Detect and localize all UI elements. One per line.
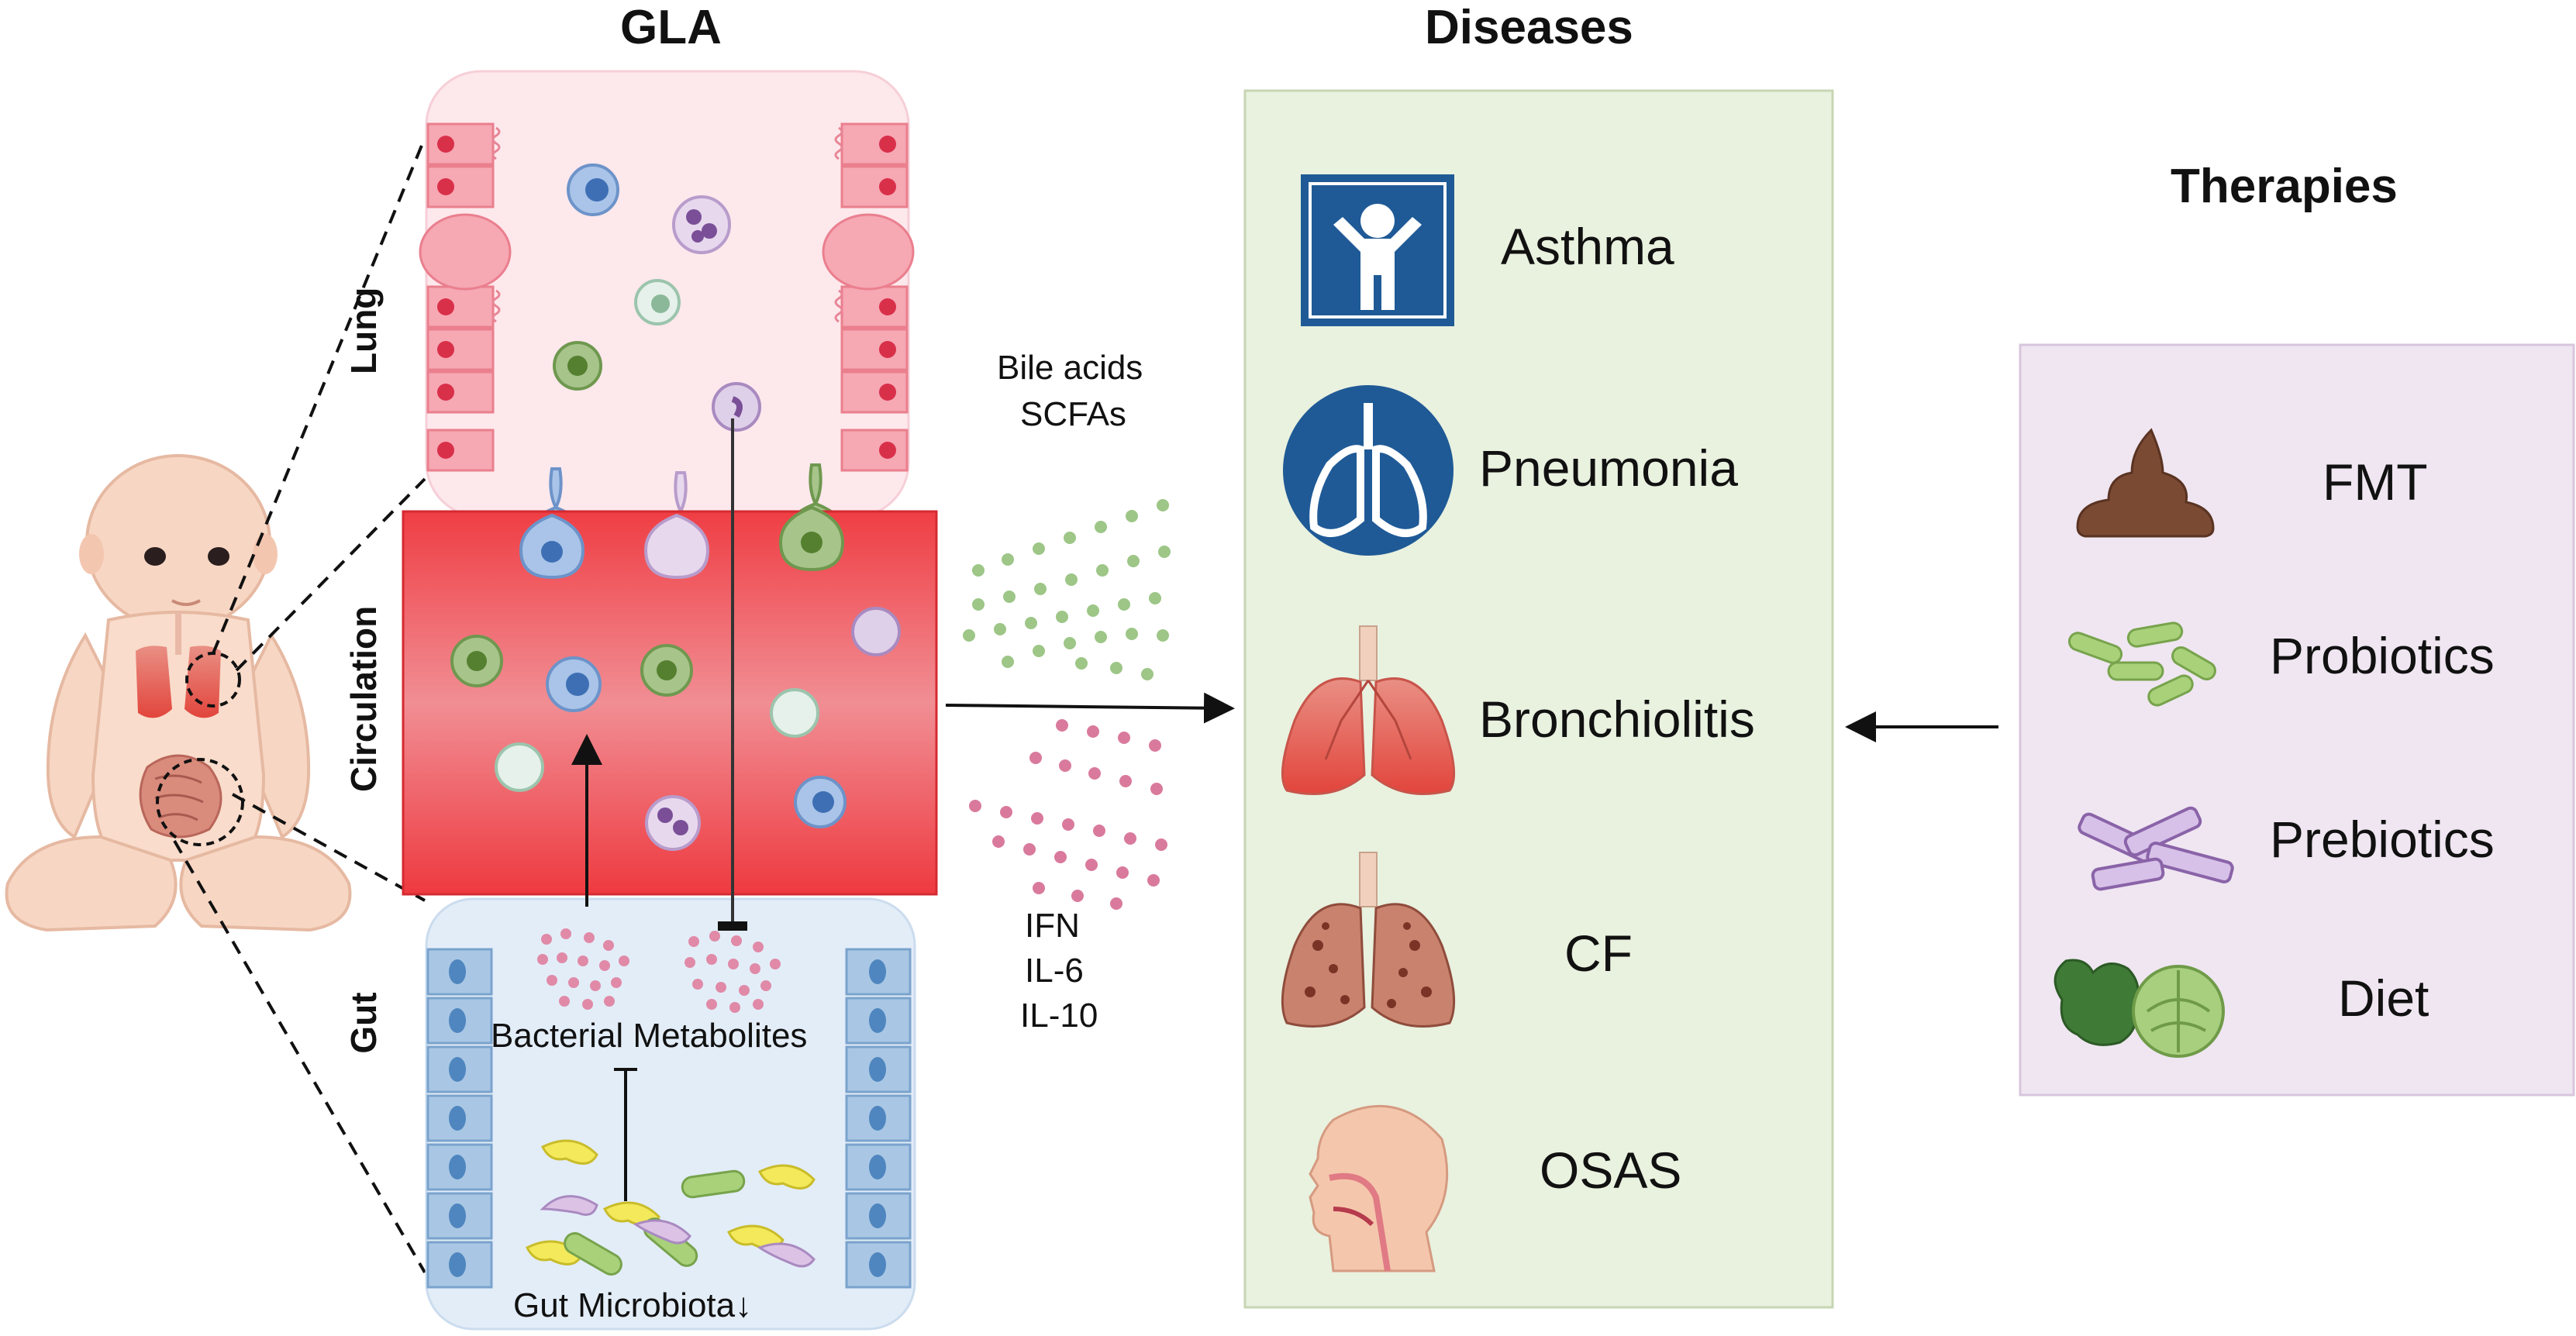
baby-illustration xyxy=(5,454,352,932)
disease-bronchiolitis: Bronchiolitis xyxy=(1479,690,1755,748)
gla-arrows xyxy=(571,418,1998,1201)
diseases-heading: Diseases xyxy=(1425,1,1633,54)
bile-acids-label: Bile acids xyxy=(997,349,1143,387)
diet-vegetables-icon xyxy=(2054,959,2225,1058)
gla-heading: GLA xyxy=(620,1,722,54)
cytokine-dots xyxy=(969,719,1167,910)
osas-head-icon xyxy=(1309,1105,1449,1272)
disease-asthma: Asthma xyxy=(1501,218,1674,275)
lung-compartment xyxy=(419,70,915,576)
asthma-icon xyxy=(1301,174,1454,326)
disease-osas: OSAS xyxy=(1540,1141,1682,1199)
bacterial-metabolites-label: Bacterial Metabolites xyxy=(491,1017,808,1055)
circulation-label: Circulation xyxy=(343,605,384,792)
therapy-fmt: FMT xyxy=(2323,453,2428,511)
disease-pneumonia: Pneumonia xyxy=(1479,439,1738,497)
probiotics-bacteria-icon xyxy=(2067,622,2216,707)
therapies-heading: Therapies xyxy=(2171,160,2398,213)
therapy-diet: Diet xyxy=(2338,969,2429,1027)
gut-microbiota-label: Gut Microbiota↓ xyxy=(513,1286,753,1324)
il10-label: IL-10 xyxy=(1020,997,1098,1035)
ifn-label: IFN xyxy=(1025,907,1080,945)
therapy-probiotics: Probiotics xyxy=(2270,627,2495,684)
il6-label: IL-6 xyxy=(1025,952,1084,990)
disease-cf: CF xyxy=(1564,925,1633,982)
bronchiolitis-lungs-icon xyxy=(1281,625,1456,795)
cf-lungs-icon xyxy=(1281,852,1456,1028)
gut-compartment xyxy=(425,897,916,1331)
circulation-compartment xyxy=(402,505,938,896)
pneumonia-icon xyxy=(1283,385,1454,556)
fmt-stool-icon xyxy=(2076,428,2215,538)
lung-label: Lung xyxy=(343,287,384,374)
gut-label: Gut xyxy=(343,992,384,1054)
prebiotics-fiber-icon xyxy=(2078,806,2234,891)
therapy-prebiotics: Prebiotics xyxy=(2270,811,2495,868)
scfas-label: SCFAs xyxy=(1020,395,1126,433)
zoom-lines xyxy=(173,137,426,1274)
metabolite-dots xyxy=(963,499,1171,680)
